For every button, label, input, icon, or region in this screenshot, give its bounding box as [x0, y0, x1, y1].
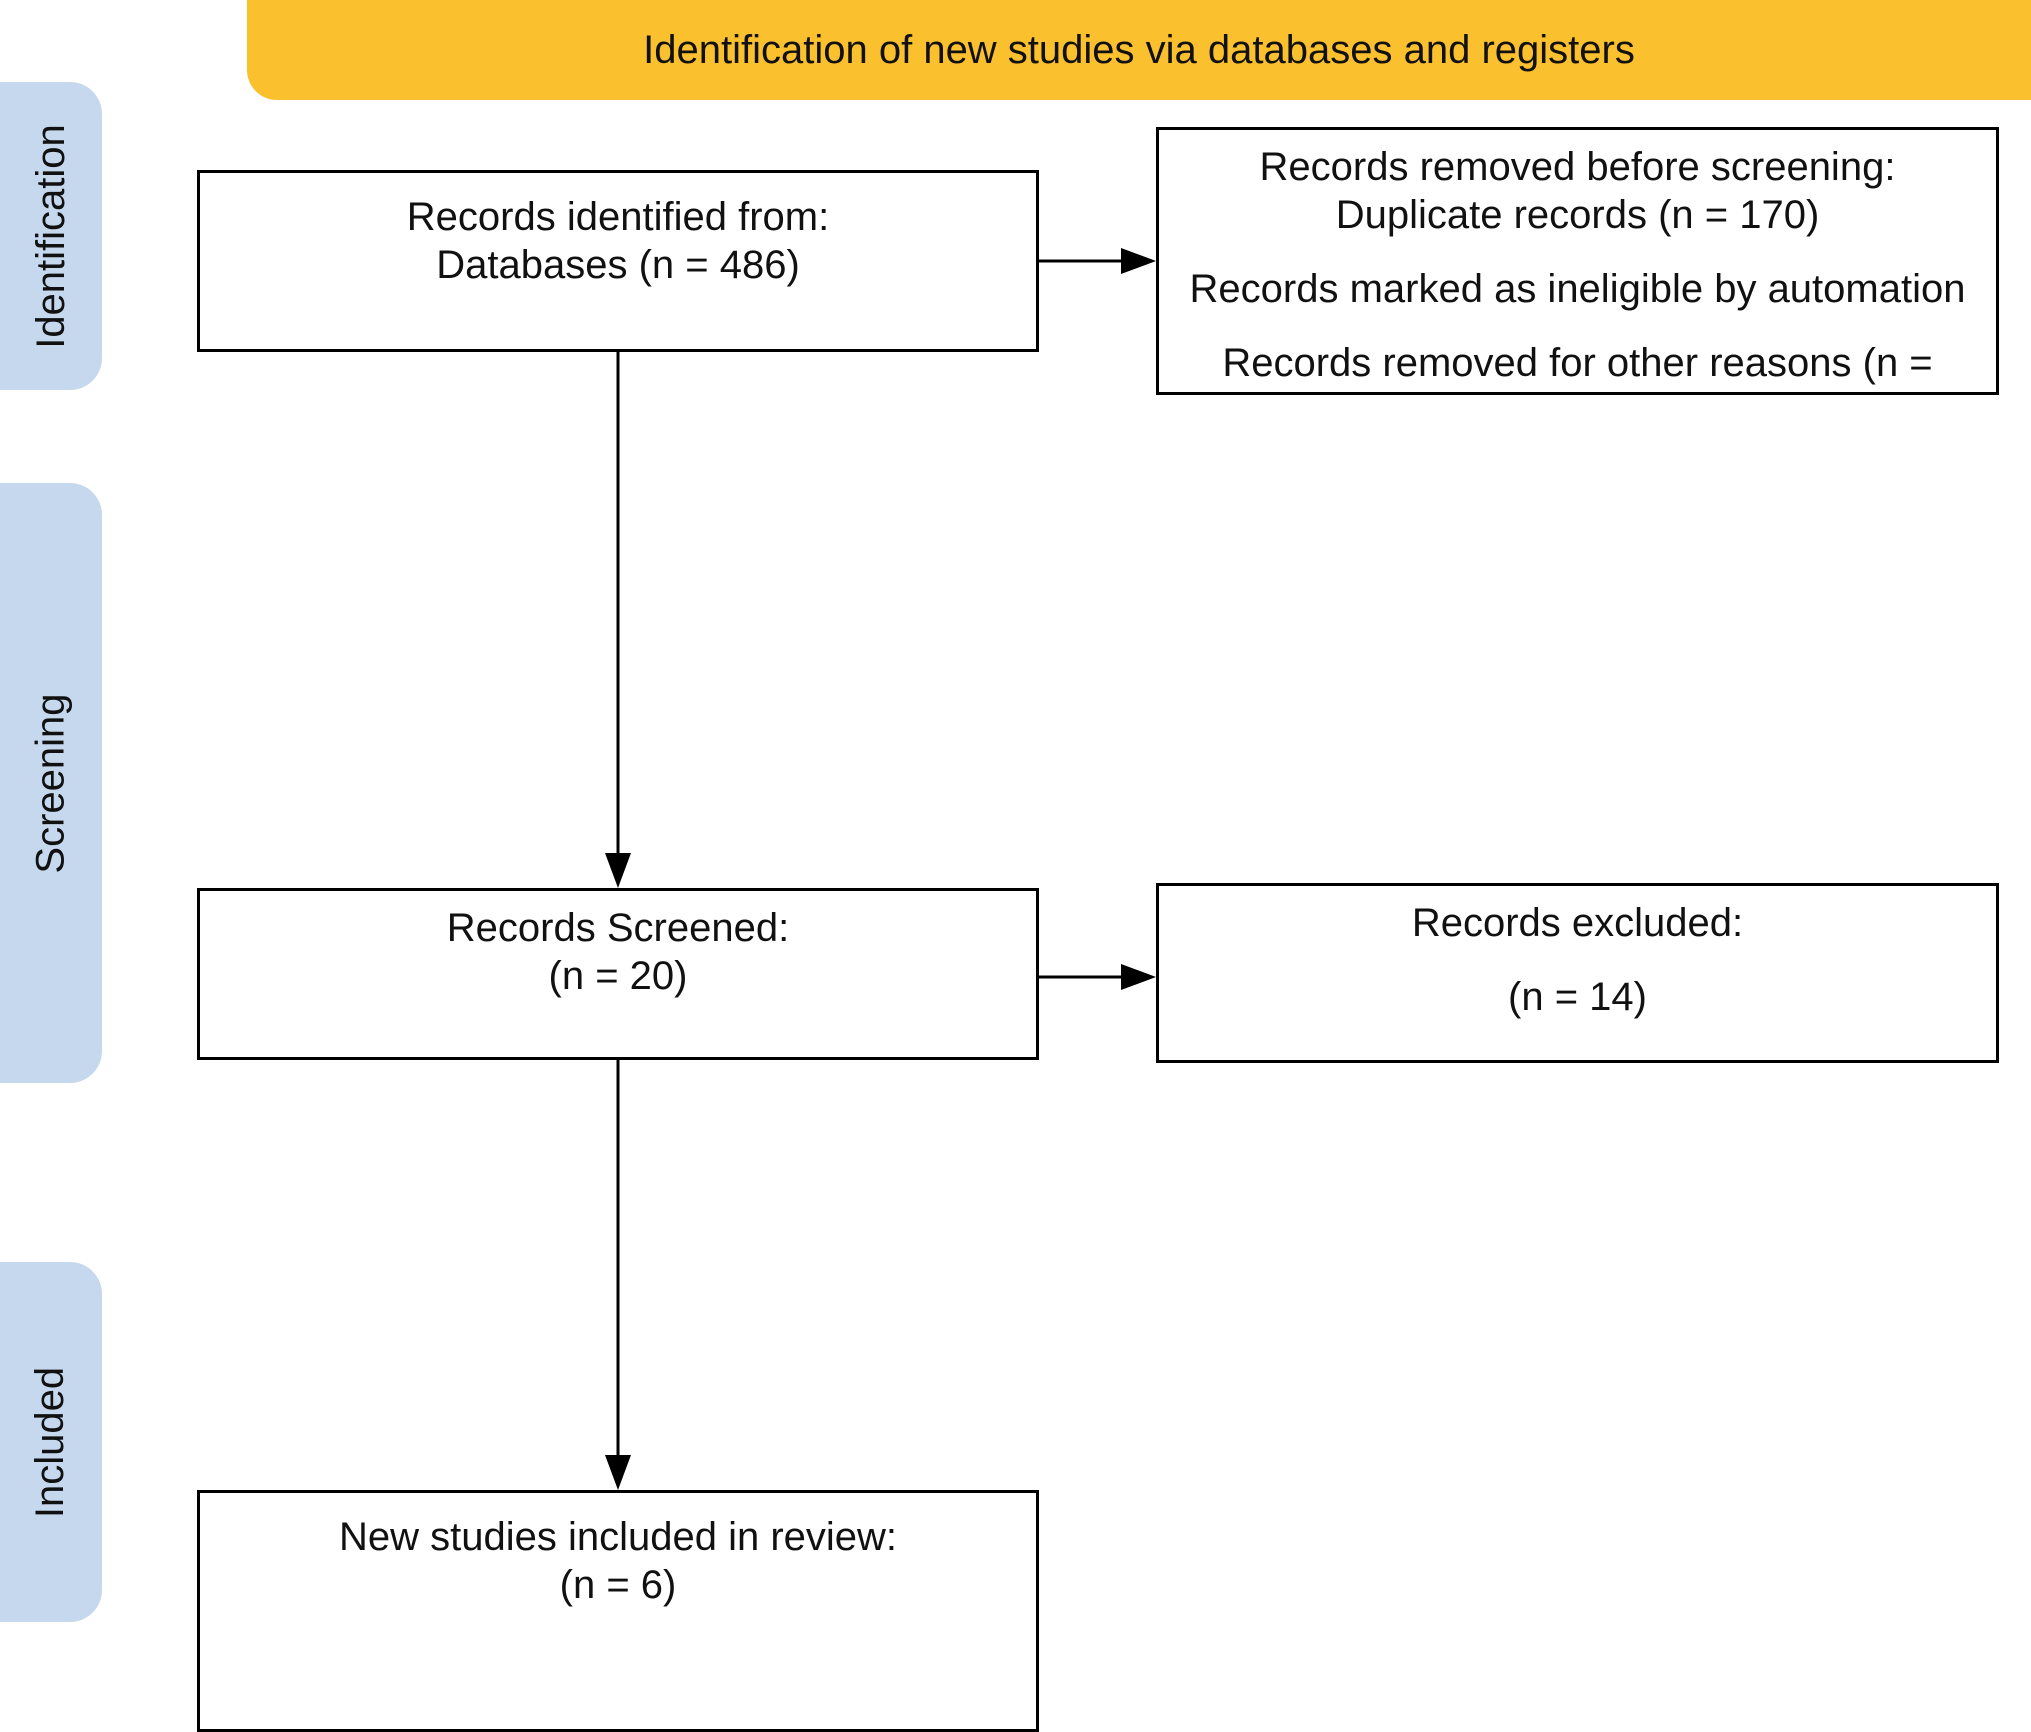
- records-removed-box: Records removed before screening: Duplic…: [1156, 127, 1999, 395]
- arrow-identified-to-removed: [1039, 248, 1156, 274]
- removed-other-reasons: Records removed for other reasons (n =: [1222, 341, 1933, 385]
- stage-identification: Identification: [0, 82, 102, 390]
- header-title: Identification of new studies via databa…: [643, 27, 1635, 72]
- arrow-screened-to-included: [605, 1060, 631, 1490]
- records-screened-heading: Records Screened:: [446, 906, 790, 950]
- arrow-identified-to-screened: [605, 352, 631, 888]
- records-identified-box: Records identified from: Databases (n = …: [197, 170, 1039, 352]
- header-banner: Identification of new studies via databa…: [247, 0, 2031, 100]
- studies-included-box: New studies included in review: (n = 6): [197, 1490, 1039, 1732]
- studies-included-count: (n = 6): [559, 1563, 677, 1607]
- duplicate-records-count: Duplicate records (n = 170): [1335, 193, 1820, 237]
- stage-included: Included: [0, 1262, 102, 1622]
- stage-screening: Screening: [0, 483, 102, 1083]
- records-screened-count: (n = 20): [548, 954, 688, 998]
- records-excluded-box: Records excluded: (n = 14): [1156, 883, 1999, 1063]
- records-identified-count: Databases (n = 486): [436, 243, 800, 287]
- records-removed-heading: Records removed before screening:: [1259, 145, 1896, 189]
- records-screened-box: Records Screened: (n = 20): [197, 888, 1039, 1060]
- studies-included-heading: New studies included in review:: [338, 1515, 898, 1559]
- ineligible-by-automation: Records marked as ineligible by automati…: [1189, 267, 1966, 311]
- arrow-screened-to-excluded: [1039, 964, 1156, 990]
- records-excluded-heading: Records excluded:: [1411, 901, 1744, 945]
- records-excluded-count: (n = 14): [1508, 975, 1647, 1019]
- records-identified-heading: Records identified from:: [406, 195, 830, 239]
